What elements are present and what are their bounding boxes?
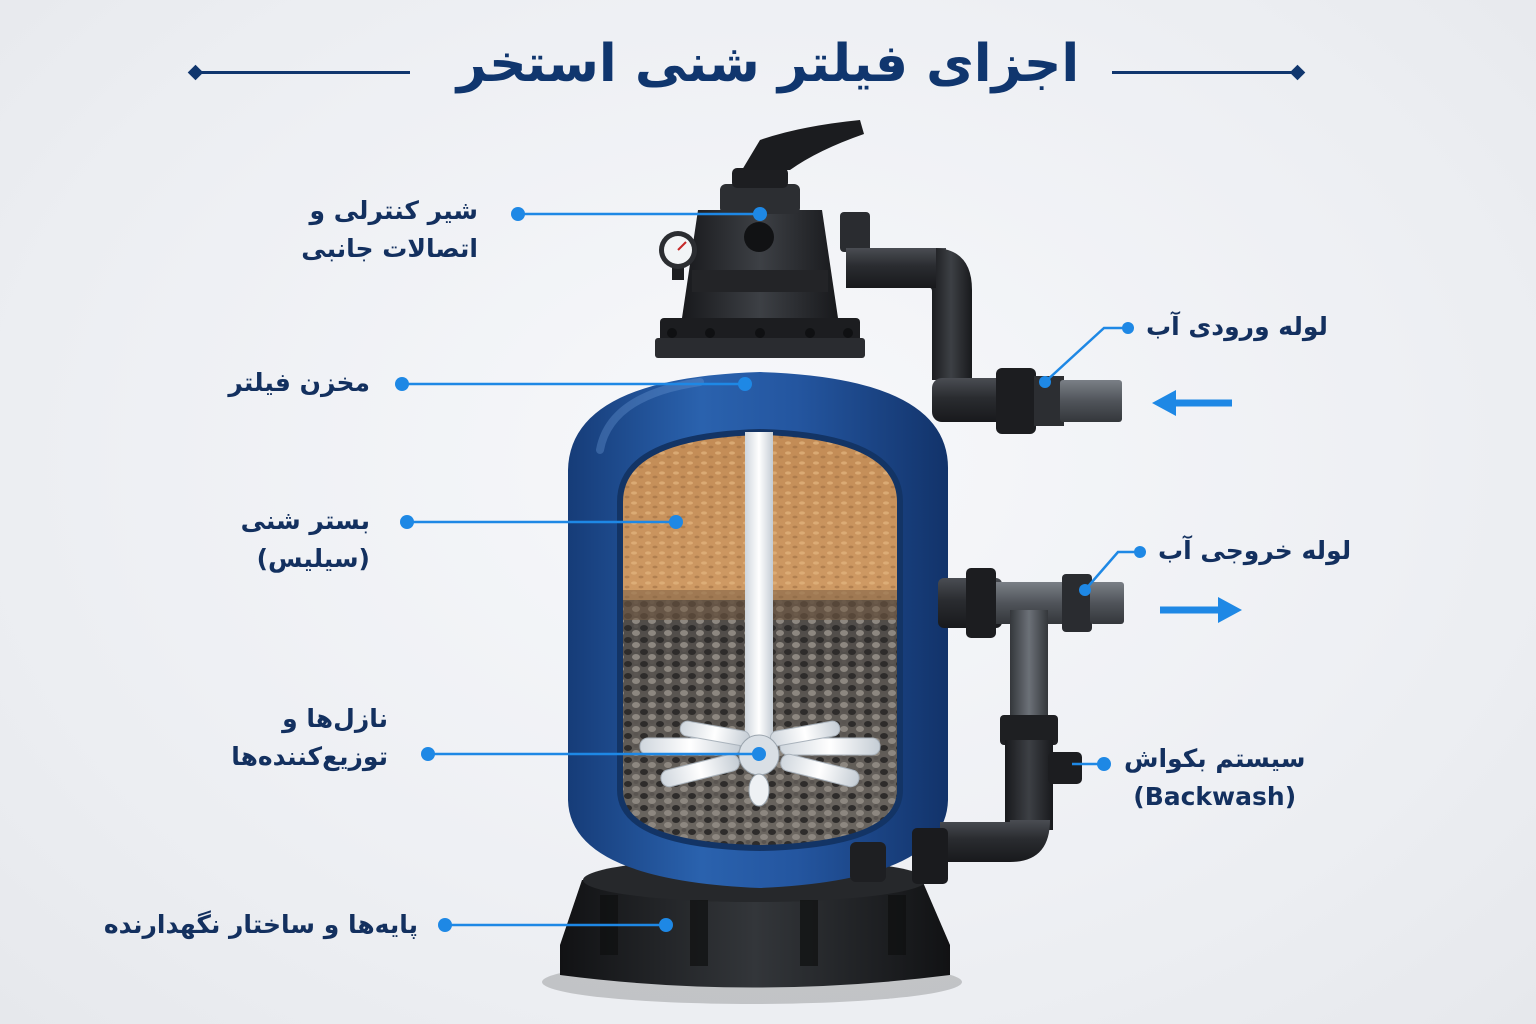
backwash-label-line2: (Backwash): [1133, 782, 1297, 811]
tank-label: مخزن فیلتر: [228, 368, 370, 397]
valve-label-line2: اتصالات جانبی: [301, 234, 478, 263]
valve-label-line1: شیر کنترلی و: [309, 196, 478, 225]
valve-label: شیر کنترلی و اتصالات جانبی: [301, 192, 478, 268]
nozzles-label-line1: نازل‌ها و: [282, 704, 388, 733]
page-title: اجزای فیلتر شنی استخر: [456, 34, 1080, 94]
base-label: پایه‌ها و ساختار نگهدارنده: [103, 910, 418, 939]
nozzles-label-line2: توزیع‌کننده‌ها: [231, 742, 388, 771]
backwash-label: سیستم بکواش (Backwash): [1124, 740, 1305, 816]
sand-bed-label-line2: (سیلیس): [256, 544, 370, 573]
backwash-label-line1: سیستم بکواش: [1124, 744, 1306, 773]
arrow-left-icon: [1152, 390, 1232, 416]
outlet-label: لوله خروجی آب: [1158, 536, 1352, 565]
sand-bed-label: بستر شنی (سیلیس): [241, 502, 370, 578]
nozzles-label: نازل‌ها و توزیع‌کننده‌ها: [231, 700, 388, 776]
sand-bed-label-line1: بستر شنی: [240, 506, 370, 535]
inlet-label: لوله ورودی آب: [1146, 312, 1328, 341]
gauge-icon: [659, 231, 697, 280]
title-rule-right: [1112, 71, 1298, 74]
arrow-right-icon: [1160, 597, 1242, 623]
title-rule-left: [196, 71, 410, 74]
